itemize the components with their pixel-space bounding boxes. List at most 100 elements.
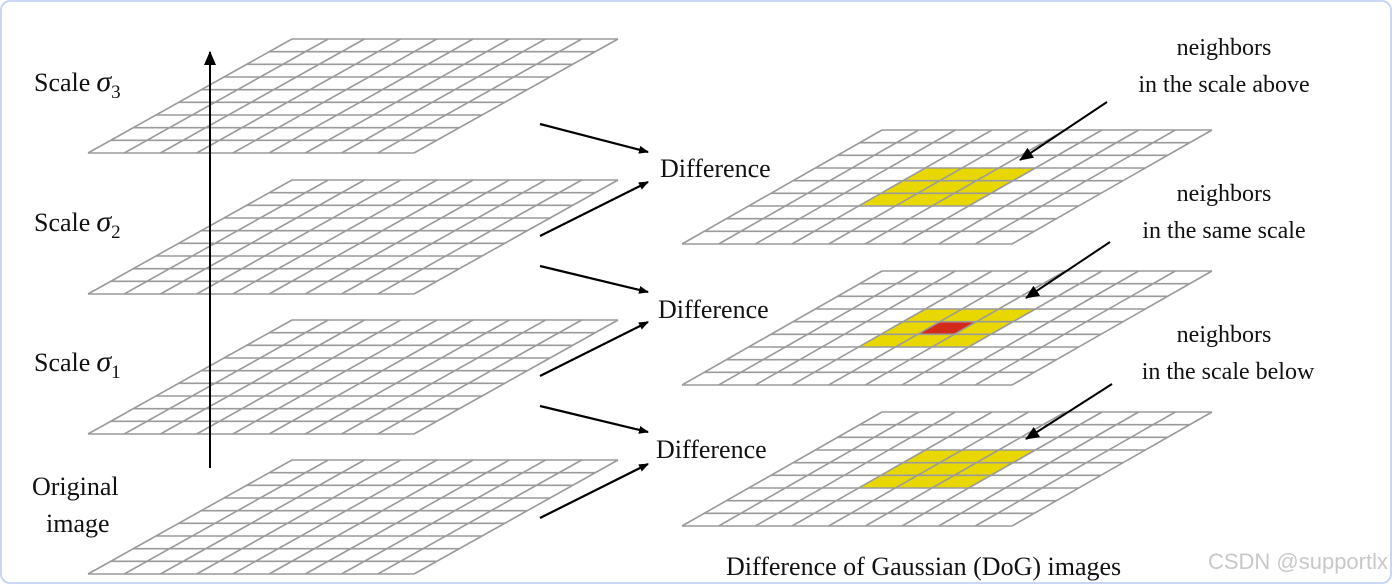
grid-line [232, 319, 438, 435]
grid-line [196, 38, 402, 154]
neighbor-cell [903, 450, 962, 463]
grid-line [341, 179, 546, 295]
grid-line [341, 319, 546, 435]
annotation-below-line1: neighbors [1177, 322, 1272, 348]
neighbor-cell [895, 193, 955, 206]
grid-line [901, 270, 1103, 386]
grid-line [1011, 129, 1213, 245]
neighbor-cell [939, 309, 999, 322]
neighbor-cell [932, 475, 991, 488]
grid-line [938, 411, 1140, 527]
grid-line [377, 319, 583, 435]
grid-line [341, 459, 546, 575]
difference-label-2: Difference [658, 295, 769, 324]
grid-line [304, 179, 510, 295]
gaussian-grid-scale-2 [87, 179, 619, 295]
grid-line [123, 459, 329, 575]
arrow-same-scale [1025, 241, 1111, 299]
arrow-scale-above [1019, 101, 1108, 161]
grid-line [268, 319, 474, 435]
grid-plane [88, 180, 618, 294]
grid-line [938, 270, 1140, 386]
grid-line [232, 38, 438, 154]
dog-grid-middle [681, 270, 1213, 386]
neighbor-cell [880, 462, 940, 476]
grid-line [681, 270, 883, 386]
neighbor-cell [976, 309, 1036, 322]
grid-line [974, 411, 1176, 527]
grid-line [718, 129, 920, 245]
neighbor-cell [903, 309, 962, 322]
neighbor-cell [903, 168, 962, 181]
arrow-diff3-from-bottom [539, 463, 649, 519]
neighbor-cell [954, 321, 1014, 335]
grid-line [681, 129, 883, 245]
dog-grid-top [681, 129, 1213, 245]
grid-line [123, 319, 329, 435]
annotation-above-line2: in the scale above [1138, 72, 1309, 98]
grid-line [196, 179, 402, 295]
grid-line [413, 179, 619, 295]
gaussian-grid-scale-3 [87, 38, 619, 154]
grid-line [268, 179, 474, 295]
neighbor-cell [954, 462, 1014, 476]
grid-line [901, 129, 1103, 245]
original-image-label-line2: image [46, 509, 110, 538]
grid-line [718, 270, 920, 386]
annotation-same-line1: neighbors [1177, 181, 1272, 207]
grid-line [718, 411, 920, 527]
grid-line [87, 179, 293, 295]
difference-label-3: Difference [656, 435, 767, 464]
annotation-below-line2: in the scale below [1142, 359, 1315, 385]
grid-line [304, 459, 510, 575]
arrow-diff2-from-bottom [539, 321, 649, 377]
grid-line [681, 411, 883, 527]
neighbor-cell [954, 180, 1014, 194]
neighbor-cell [880, 180, 940, 194]
neighbor-cell [932, 193, 991, 206]
arrow-scale-below [1025, 383, 1113, 440]
grid-line [377, 459, 583, 575]
original-image-label-line1: Original [32, 472, 119, 501]
grid-line [160, 459, 365, 575]
grid-line [87, 38, 293, 154]
grid-line [828, 270, 1030, 386]
grid-line [160, 179, 365, 295]
grid-plane [88, 460, 618, 574]
grid-line [974, 129, 1176, 245]
watermark: CSDN @supportlx [1208, 549, 1388, 574]
dog-grid-bottom [681, 411, 1213, 527]
grid-line [160, 319, 365, 435]
grid-line [87, 459, 293, 575]
neighbor-cell [858, 475, 918, 488]
center-sample-cell [917, 321, 977, 335]
grid-line [341, 38, 546, 154]
arrow-diff1-from-bottom [539, 181, 649, 237]
difference-label-1: Difference [660, 154, 771, 183]
neighbor-cell [858, 193, 918, 206]
grid-line [232, 179, 438, 295]
annotation-same-line2: in the same scale [1142, 218, 1305, 244]
grid-line [754, 129, 956, 245]
grid-line [1011, 270, 1213, 386]
grid-line [87, 319, 293, 435]
grid-line [304, 319, 510, 435]
grid-line [196, 459, 402, 575]
neighbor-cell [880, 321, 940, 335]
grid-line [413, 38, 619, 154]
annotation-arrows [1019, 101, 1113, 440]
neighbor-cell [932, 334, 991, 347]
arrow-diff2-from-top [539, 264, 649, 294]
arrow-diff3-from-top [539, 404, 649, 434]
difference-arrows [539, 122, 649, 519]
grid-line [160, 38, 365, 154]
neighbor-cell [939, 168, 999, 181]
annotation-above-line1: neighbors [1177, 35, 1272, 61]
grid-line [413, 319, 619, 435]
grid-line [791, 129, 993, 245]
grid-line [413, 459, 619, 575]
grid-line [268, 459, 474, 575]
